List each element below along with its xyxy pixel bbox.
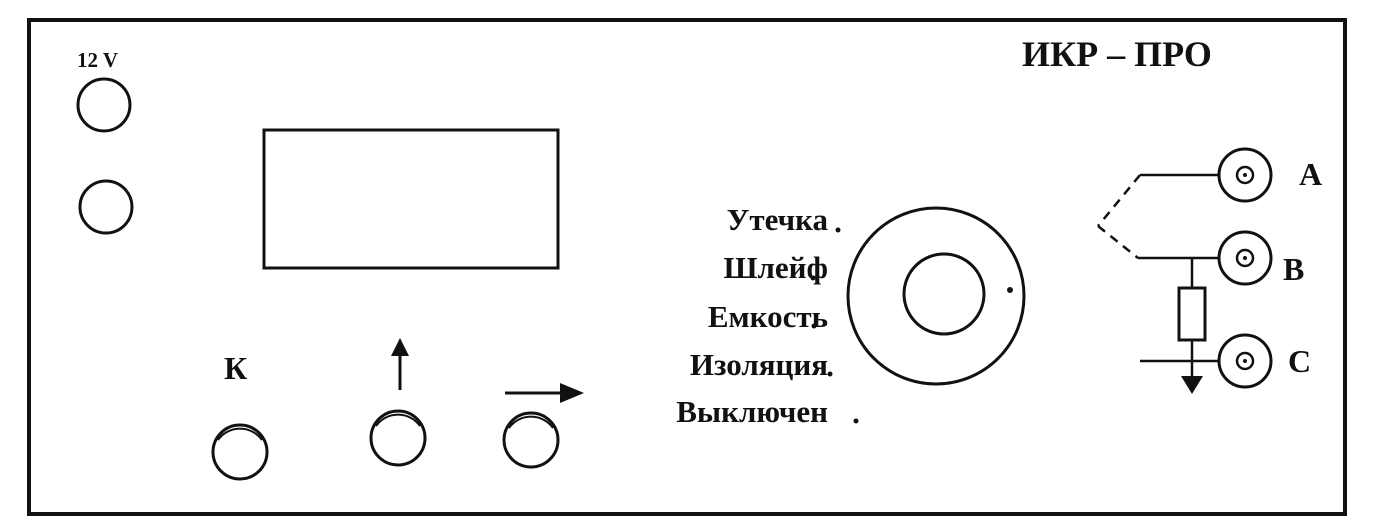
mode-label-capacitance: Емкость <box>707 299 828 334</box>
terminal-c-socket[interactable] <box>1217 333 1273 389</box>
right-button[interactable] <box>502 411 560 469</box>
terminal-a-socket[interactable] <box>1217 147 1273 203</box>
wire-c <box>1140 340 1219 378</box>
mode-label-loop: Шлейф <box>723 250 828 285</box>
mode-label-leakage: Утечка <box>726 202 828 237</box>
key-k-button[interactable] <box>211 423 269 481</box>
device-front-panel <box>27 18 1347 516</box>
mode-indicator-dot <box>853 418 859 424</box>
up-arrow-icon <box>391 338 409 390</box>
mode-indicator-dot <box>811 323 817 329</box>
power-jack-lower[interactable] <box>78 179 134 235</box>
display-screen <box>262 128 560 270</box>
terminal-b-label: B <box>1283 251 1305 287</box>
mode-indicator-dot <box>835 227 841 233</box>
mode-indicator-dot <box>810 275 816 281</box>
ground-arrow-icon <box>1181 376 1203 394</box>
right-arrow-icon <box>505 383 584 403</box>
mode-indicator-dot <box>827 371 833 377</box>
mode-label-insulation: Изоляция <box>689 347 828 382</box>
key-k-label: К <box>224 350 248 386</box>
device-title: ИКР – ПРО <box>1022 34 1212 74</box>
power-jack-upper[interactable] <box>76 77 132 133</box>
terminal-c-label: C <box>1288 343 1312 379</box>
resistor-icon <box>1177 286 1207 342</box>
terminal-b-socket[interactable] <box>1217 230 1273 286</box>
power-voltage-label: 12 V <box>77 48 119 72</box>
mode-label-off: Выключен <box>676 394 828 429</box>
terminal-a-label: A <box>1299 156 1323 192</box>
switch-dashed-lines <box>1097 174 1141 259</box>
mode-selector-knob[interactable] <box>846 206 1026 386</box>
wire-b <box>1138 256 1219 288</box>
up-button[interactable] <box>369 409 427 467</box>
